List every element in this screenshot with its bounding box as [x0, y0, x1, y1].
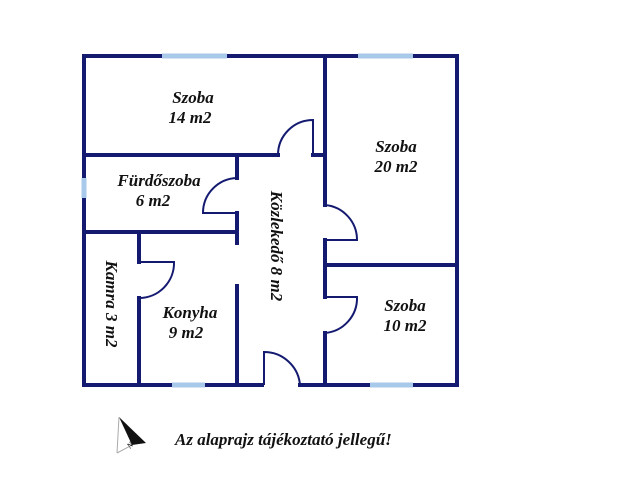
- north-arrow-icon: N: [116, 416, 146, 454]
- room-szoba-20-area: 20 m2: [374, 157, 418, 176]
- room-furdoszoba-area: 6 m2: [136, 191, 171, 210]
- room-szoba-14-area: 14 m2: [169, 108, 212, 127]
- room-kamra-label: Kamra 3 m2: [102, 260, 121, 348]
- door-szoba10: [324, 296, 359, 334]
- room-konyha-area: 9 m2: [169, 323, 204, 342]
- room-szoba-14-name: Szoba: [172, 88, 214, 107]
- door-entrance: [263, 350, 301, 386]
- door-szoba20: [324, 204, 359, 241]
- room-konyha-name: Konyha: [162, 303, 218, 322]
- room-labels: Szoba 14 m2 Szoba 20 m2 Fürdőszoba 6 m2 …: [102, 88, 427, 348]
- compass-label: N: [124, 440, 135, 451]
- room-szoba-10-area: 10 m2: [384, 316, 427, 335]
- room-furdoszoba-name: Fürdőszoba: [116, 171, 201, 190]
- room-szoba-20-name: Szoba: [375, 137, 417, 156]
- disclaimer-caption: Az alaprajz tájékoztató jellegű!: [174, 430, 392, 449]
- door-bath: [201, 177, 238, 214]
- door-kamra: [138, 261, 176, 299]
- windows: [81, 53, 413, 388]
- room-szoba-10-name: Szoba: [384, 296, 426, 315]
- room-kozlekedo-label: Közlekedő 8 m2: [267, 190, 286, 302]
- doors: [138, 118, 359, 386]
- door-szoba14: [277, 118, 314, 156]
